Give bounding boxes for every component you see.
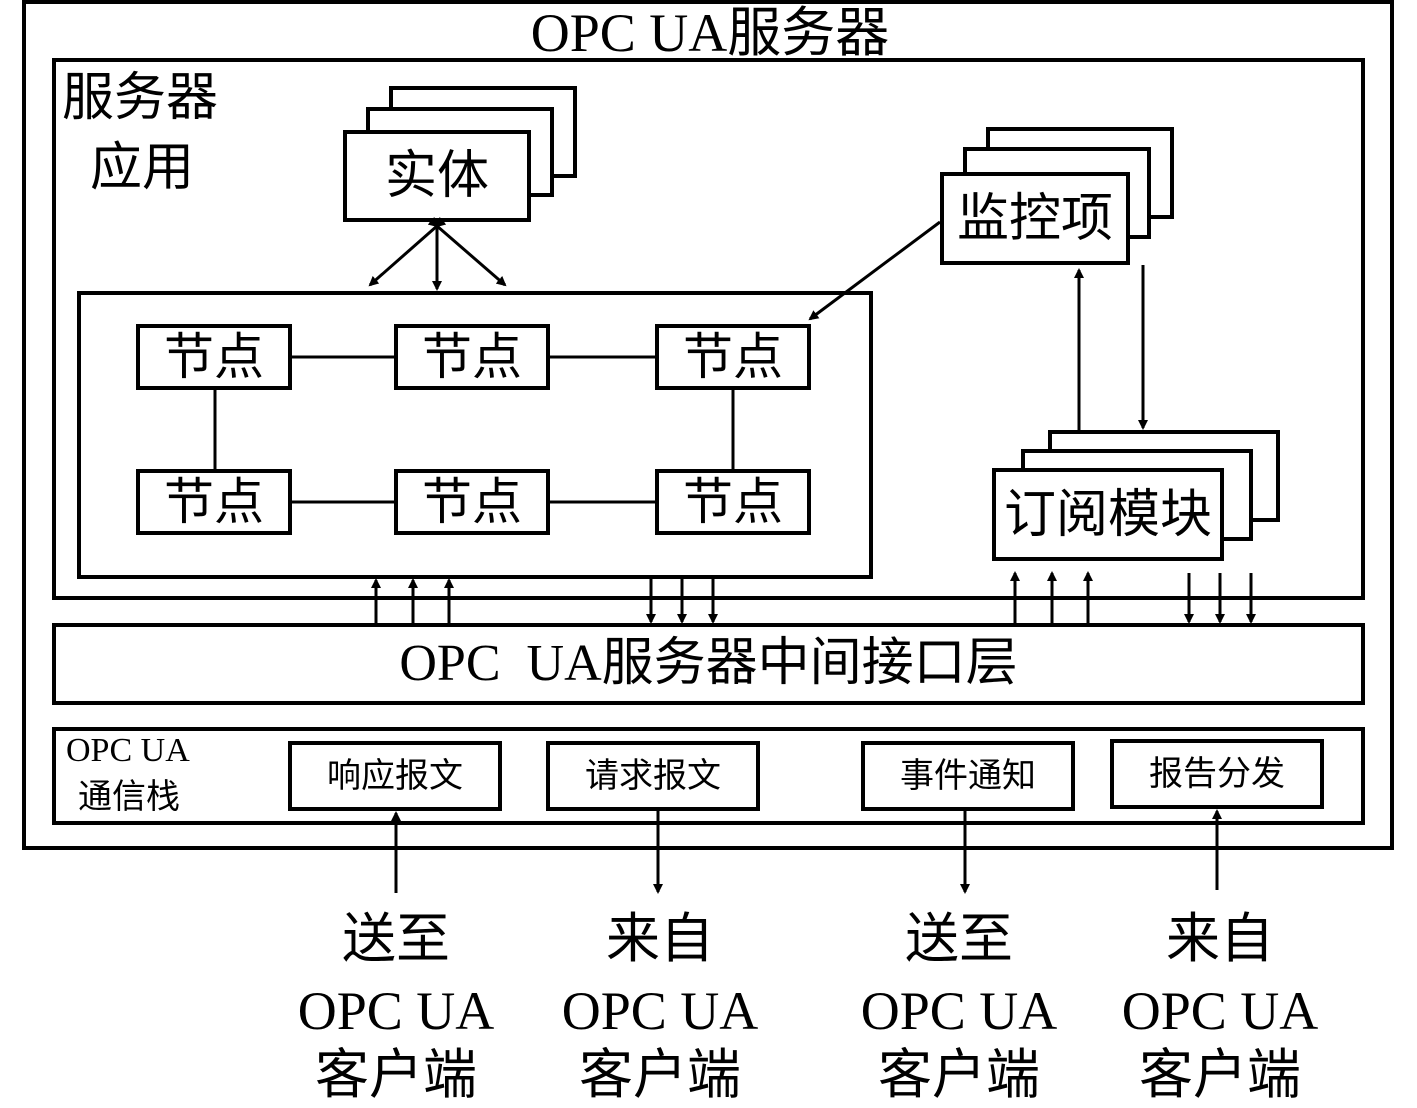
communication-stack-label-line2: 通信栈 (78, 777, 180, 817)
client-label-1-line1: 送至 (342, 907, 450, 970)
node-label: 节点 (164, 473, 264, 531)
client-label-3-line3: 客户端 (878, 1043, 1040, 1106)
server-application-label-line2: 应用 (90, 138, 195, 198)
client-label-2-line1: 来自 (606, 907, 714, 970)
node-box-4: 节点 (136, 469, 292, 535)
server-title: OPC UA服务器 (500, 6, 920, 60)
communication-stack-label-line1: OPC UA (66, 732, 190, 769)
request-message-box: 请求报文 (546, 741, 760, 811)
node-box-5: 节点 (394, 469, 550, 535)
entity-arrow (427, 216, 507, 287)
middle-interface-layer-label: OPC UA服务器中间接口层 (399, 635, 1018, 692)
response-message-box: 响应报文 (288, 741, 502, 811)
client-label-4-line1: 来自 (1166, 907, 1274, 970)
node-label: 节点 (164, 328, 264, 386)
client-label-4-line3: 客户端 (1139, 1043, 1301, 1106)
middle-interface-layer: OPC UA服务器中间接口层 (52, 623, 1365, 705)
report-distribution-label: 报告分发 (1149, 754, 1285, 794)
node-label: 节点 (422, 473, 522, 531)
server-application-label-line1: 服务器 (62, 68, 219, 128)
monitored-item-box: 监控项 (940, 172, 1130, 265)
report-distribution-box: 报告分发 (1110, 739, 1324, 809)
monitored-item-label: 监控项 (956, 188, 1113, 249)
node-box-1: 节点 (136, 324, 292, 390)
entity-arrow (368, 216, 447, 287)
client-label-2-line2: OPC UA (561, 981, 759, 1041)
client-label-3-line1: 送至 (905, 907, 1013, 970)
client-label-4-line2: OPC UA (1121, 981, 1319, 1041)
event-notification-box: 事件通知 (861, 741, 1075, 811)
request-message-label: 请求报文 (585, 756, 721, 796)
monitored-item-arrow (808, 220, 941, 321)
node-label: 节点 (422, 328, 522, 386)
node-box-6: 节点 (655, 469, 811, 535)
subscription-module-label: 订阅模块 (1003, 484, 1212, 545)
response-message-label: 响应报文 (327, 756, 463, 796)
node-label: 节点 (683, 328, 783, 386)
subscription-module-box: 订阅模块 (992, 468, 1224, 561)
client-label-1-line3: 客户端 (315, 1043, 477, 1106)
node-label: 节点 (683, 473, 783, 531)
client-label-1-line2: OPC UA (297, 981, 495, 1041)
event-notification-label: 事件通知 (900, 756, 1036, 796)
node-box-2: 节点 (394, 324, 550, 390)
node-box-3: 节点 (655, 324, 811, 390)
client-label-2-line3: 客户端 (579, 1043, 741, 1106)
entity-box: 实体 (343, 130, 531, 222)
client-label-3-line2: OPC UA (860, 981, 1058, 1041)
entity-label: 实体 (384, 146, 489, 206)
